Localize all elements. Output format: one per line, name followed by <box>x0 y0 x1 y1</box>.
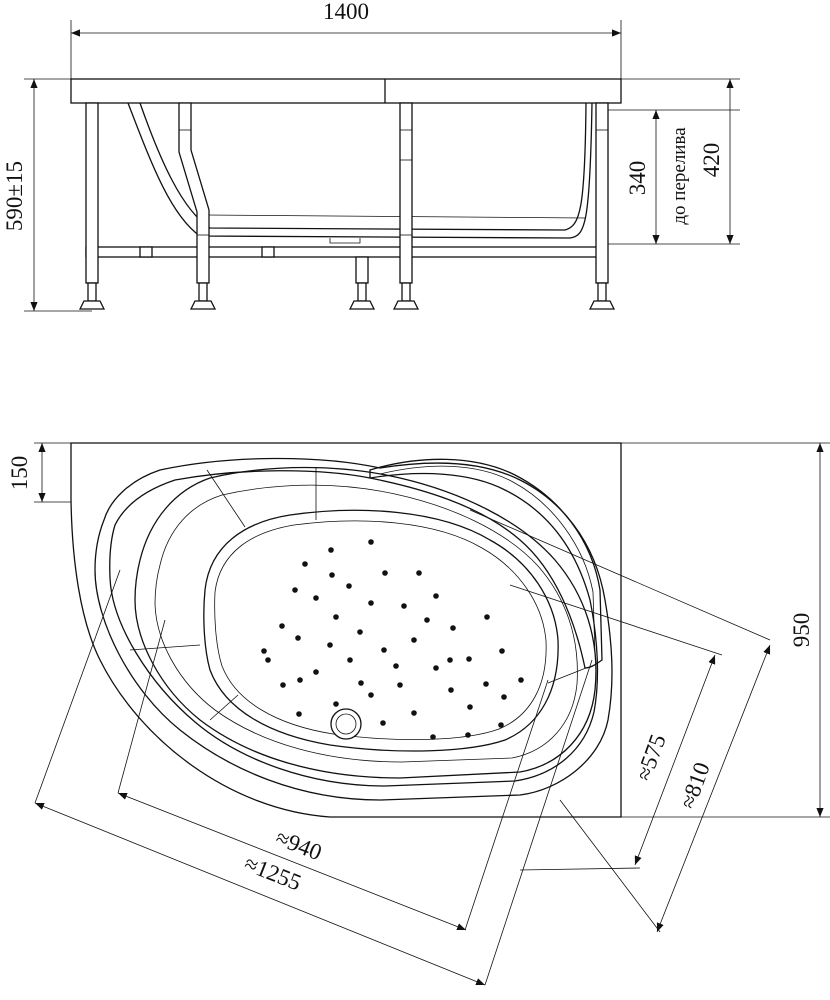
air-jet <box>397 682 403 688</box>
air-jet <box>447 657 453 663</box>
height-label: 590±15 <box>2 161 27 231</box>
tub-shell-outer <box>127 102 593 239</box>
air-jet <box>265 657 271 663</box>
air-jet <box>347 657 353 663</box>
overflow-height-label: 340 <box>625 161 650 196</box>
dim-offset-150: 150 <box>7 442 71 503</box>
adjustable-feet <box>78 282 616 310</box>
air-jet <box>466 656 472 662</box>
air-jet <box>380 720 386 726</box>
air-jet <box>424 617 430 623</box>
air-jet <box>328 547 334 553</box>
air-jet <box>498 722 504 728</box>
air-jet <box>450 625 456 631</box>
air-jet <box>381 647 387 653</box>
air-jet <box>433 593 439 599</box>
air-jet <box>358 680 364 686</box>
air-jet <box>333 614 339 620</box>
air-jet <box>501 694 507 700</box>
top-view: 950 150 ≈575 ≈810 <box>7 442 830 986</box>
air-jet <box>382 570 388 576</box>
outer-length-label: ≈1255 <box>241 851 305 896</box>
air-jet <box>302 561 308 567</box>
air-jet <box>296 711 302 717</box>
inner-diag-label: ≈575 <box>631 731 671 784</box>
air-jet <box>467 704 473 710</box>
inner-step <box>134 466 597 779</box>
air-jet <box>416 570 422 576</box>
air-jet <box>279 623 285 629</box>
air-jet <box>295 635 301 641</box>
dim-rim-420: 420 <box>621 78 740 244</box>
width-label: 1400 <box>323 0 369 24</box>
dim-height-590: 590±15 <box>2 78 92 312</box>
air-jet <box>313 669 319 675</box>
air-jet <box>368 539 374 545</box>
dim-outer-length-1255: ≈1255 <box>34 802 486 986</box>
air-jet <box>261 648 267 654</box>
air-jet <box>297 677 303 683</box>
overflow-note: до перелива <box>669 127 690 225</box>
air-jet <box>280 682 286 688</box>
inner-length-label: ≈940 <box>272 825 325 866</box>
frame-base-rail <box>85 246 607 258</box>
side-view: 1400 590±15 340 до перелива 420 <box>2 0 740 312</box>
air-jet <box>484 614 490 620</box>
dim-overflow-340: 340 до перелива <box>608 109 740 245</box>
offset-label: 150 <box>7 456 32 491</box>
air-jet <box>499 648 505 654</box>
air-jet <box>518 677 524 683</box>
air-jets <box>261 539 524 740</box>
air-jet <box>368 600 374 606</box>
rim-inner <box>109 470 599 787</box>
dim-width-1400: 1400 <box>70 0 622 79</box>
tub-basin <box>203 509 559 752</box>
air-jet <box>411 710 417 716</box>
air-jet <box>333 701 339 707</box>
air-jet <box>448 687 454 693</box>
air-jet <box>393 663 399 669</box>
air-jet <box>401 603 407 609</box>
air-jet <box>430 734 436 740</box>
air-jet <box>346 583 352 589</box>
dim-outer-diag-810: ≈810 <box>559 644 771 933</box>
air-jet <box>327 642 333 648</box>
tub-rim <box>70 78 622 104</box>
air-jet <box>411 637 417 643</box>
tub-shell-inner <box>139 102 587 231</box>
outer-diag-label: ≈810 <box>675 759 715 812</box>
air-jet <box>368 692 374 698</box>
air-jet <box>329 572 335 578</box>
air-jet <box>465 732 471 738</box>
air-jet <box>483 681 489 687</box>
rim-height-label: 420 <box>699 143 724 178</box>
rim-outer <box>94 457 613 801</box>
air-jet <box>357 629 363 635</box>
depth-label: 950 <box>789 613 814 648</box>
air-jet <box>313 595 319 601</box>
air-jet <box>433 665 439 671</box>
drain <box>330 708 362 740</box>
air-jet <box>292 587 298 593</box>
